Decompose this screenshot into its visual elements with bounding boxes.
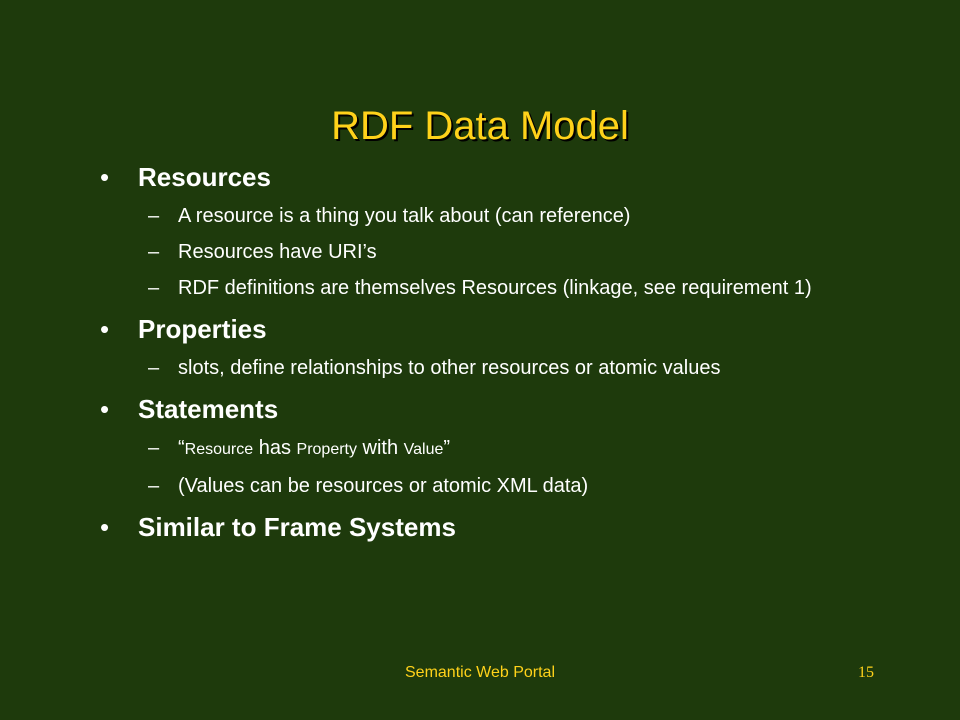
sub-dash: – [148, 437, 160, 459]
sub-item: – RDF definitions are themselves Resourc… [100, 274, 920, 302]
page-number: 15 [858, 664, 874, 681]
bullet-heading: Properties [138, 314, 267, 344]
statement-has: has [253, 437, 297, 459]
sub-item: – Resources have URI’s [100, 238, 920, 266]
bullet-dot: • [100, 162, 110, 192]
sub-text: A resource is a thing you talk about (ca… [178, 205, 631, 227]
bullet-dot: • [100, 512, 110, 542]
bullet-properties: • Properties [100, 312, 920, 346]
sub-item: – (Values can be resources or atomic XML… [100, 472, 920, 500]
statement-with: with [356, 437, 404, 459]
bullet-statements: • Statements [100, 392, 920, 426]
statement-resource: Resource [184, 441, 254, 458]
bullet-resources: • Resources [100, 160, 920, 194]
bullet-dot: • [100, 314, 110, 344]
bullet-heading: Resources [138, 162, 271, 192]
footer-text: Semantic Web Portal [405, 664, 555, 681]
sub-text: slots, define relationships to other res… [178, 357, 721, 379]
statement-close-quote: ” [443, 437, 451, 459]
statement-open-quote: “ [178, 437, 185, 459]
sub-dash: – [148, 277, 160, 299]
sub-dash: – [148, 241, 160, 263]
sub-item: – slots, define relationships to other r… [100, 354, 920, 382]
sub-dash: – [148, 205, 160, 227]
bullet-dot: • [100, 394, 110, 424]
sub-text: Resources have URI’s [178, 241, 377, 263]
slide-title: RDF Data Model [331, 104, 629, 148]
sub-text: RDF definitions are themselves Resources… [178, 277, 812, 299]
statement-property: Property [296, 441, 357, 458]
bullet-heading: Similar to Frame Systems [138, 512, 456, 542]
sub-item: – A resource is a thing you talk about (… [100, 202, 920, 230]
statement-value: Value [403, 441, 444, 458]
bullet-heading: Statements [138, 394, 279, 424]
sub-item-statement: – “Resource has Property with Value” [100, 434, 920, 464]
slide-content: • Resources – A resource is a thing you … [100, 160, 920, 544]
sub-dash: – [148, 475, 160, 497]
sub-dash: – [148, 357, 160, 379]
sub-text: (Values can be resources or atomic XML d… [178, 475, 589, 497]
bullet-similar-frame-systems: • Similar to Frame Systems [100, 510, 920, 544]
